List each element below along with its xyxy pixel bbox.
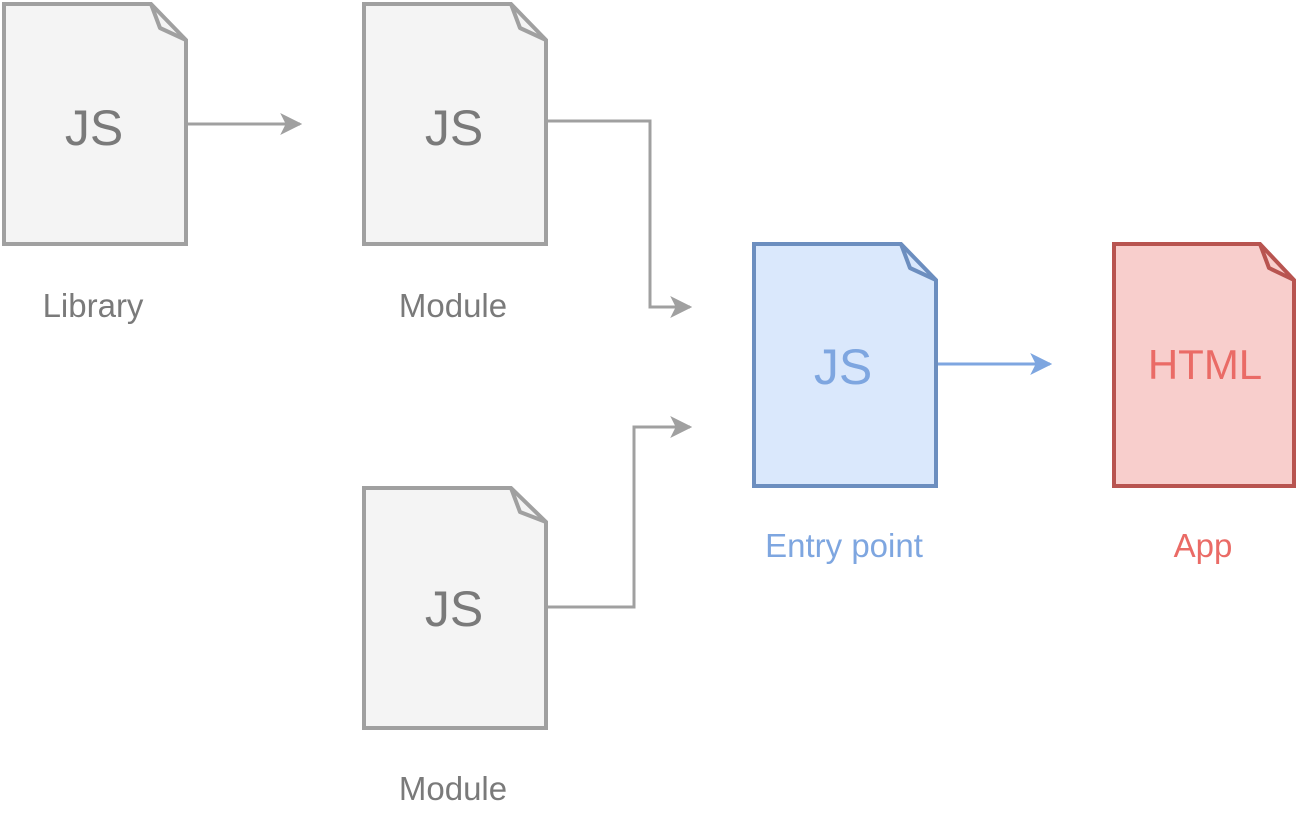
library-node: JS Library — [2, 2, 188, 324]
edge-module-top-to-entry-point — [547, 119, 693, 318]
library-glyph: JS — [65, 100, 123, 156]
module-bottom-glyph: JS — [425, 581, 483, 637]
module-top-glyph: JS — [425, 100, 483, 156]
js-file-icon — [362, 2, 548, 246]
module-bottom-caption: Module — [399, 770, 507, 807]
js-file-icon — [752, 242, 938, 488]
entry-point-node: JS Entry point — [752, 242, 938, 564]
js-file-icon — [362, 486, 548, 730]
js-file-icon — [2, 2, 188, 246]
entry-point-caption: Entry point — [765, 527, 923, 564]
module-bottom-node: JS Module — [362, 486, 548, 807]
edge-module-bottom-to-entry-point — [547, 416, 693, 609]
edges — [187, 113, 1053, 609]
library-caption: Library — [43, 287, 144, 324]
html-file-icon — [1112, 242, 1296, 488]
module-top-node: JS Module — [362, 2, 548, 324]
app-glyph: HTML — [1148, 341, 1262, 388]
module-top-caption: Module — [399, 287, 507, 324]
entry-point-glyph: JS — [814, 339, 872, 395]
app-node: HTML App — [1112, 242, 1296, 564]
app-caption: App — [1174, 527, 1233, 564]
